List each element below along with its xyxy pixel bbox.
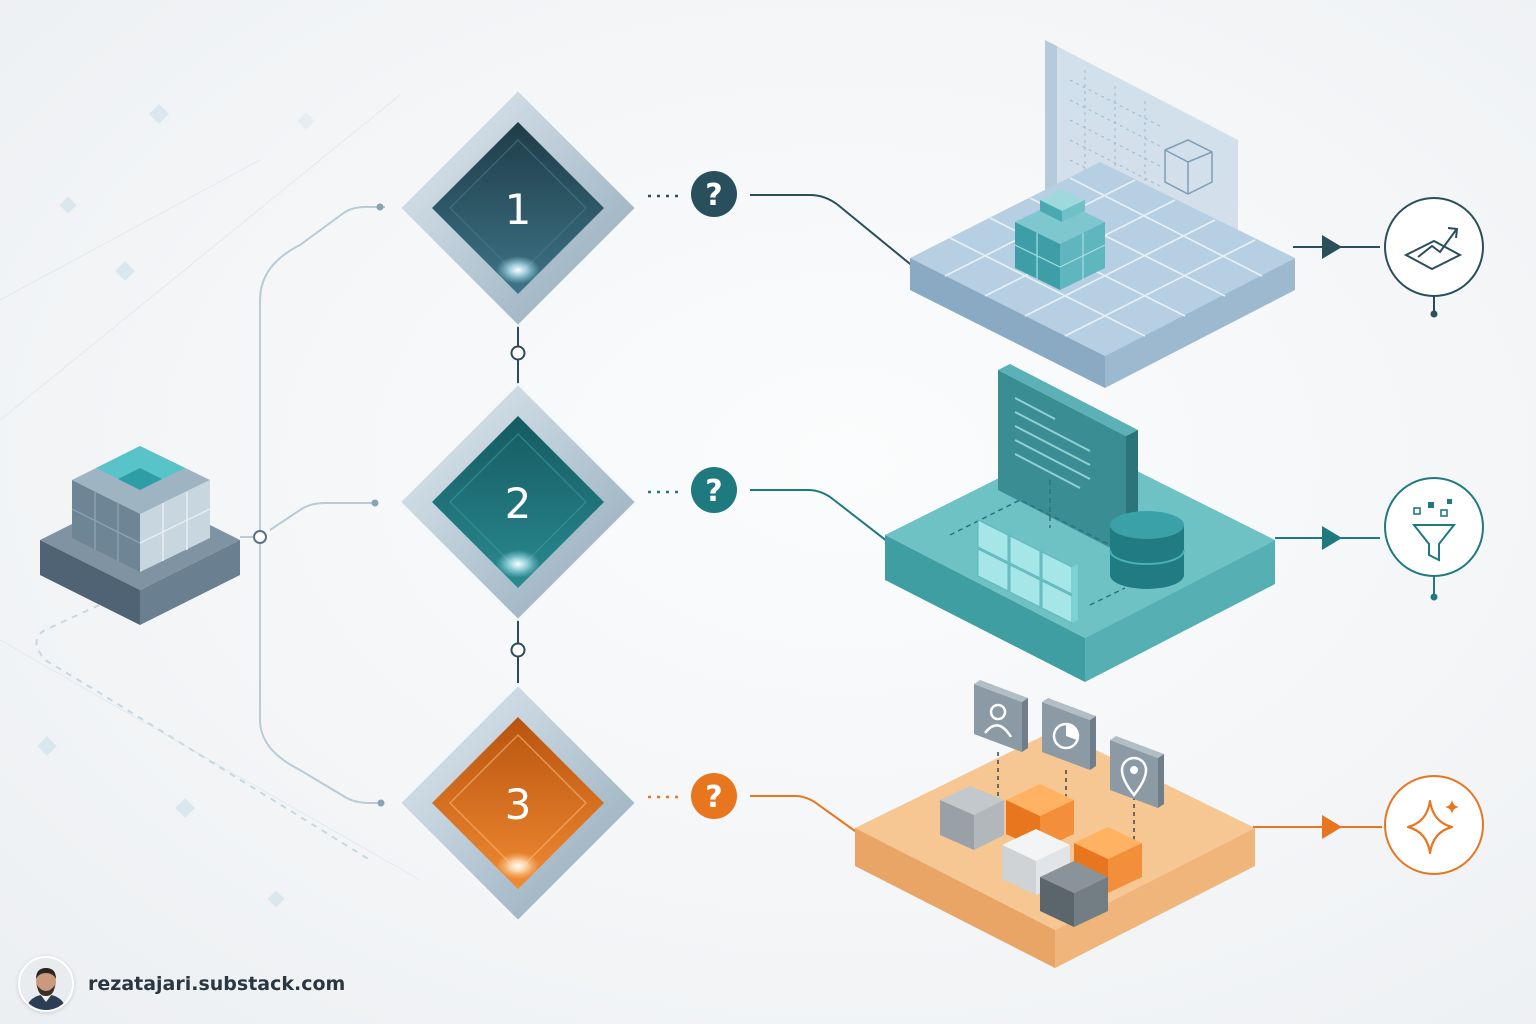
question-mark-3: ? — [705, 780, 722, 815]
output-arrows — [1253, 235, 1382, 839]
connector-dot — [376, 203, 384, 211]
avatar-portrait-icon — [20, 958, 72, 1010]
question-badge-2[interactable]: ? — [691, 467, 737, 513]
platform-3-insights — [855, 680, 1255, 968]
cube-cluster-icon — [1014, 189, 1106, 290]
question-badge-3[interactable]: ? — [691, 773, 737, 819]
cube-stack-icon — [71, 446, 211, 572]
platform-2-storage — [885, 364, 1275, 682]
database-icon — [1109, 511, 1185, 589]
connector-dot — [377, 799, 385, 807]
question-mark-1: ? — [705, 178, 722, 213]
pie-chart-card-icon — [1042, 698, 1096, 770]
data-tiles-icon — [977, 519, 1078, 624]
user-card-icon — [974, 680, 1028, 752]
chart-trend-icon[interactable] — [1384, 197, 1484, 318]
step-3-number: 3 — [505, 780, 532, 829]
wireframe-cube-icon — [1164, 139, 1213, 195]
source-dashed-path — [35, 599, 371, 861]
site-url[interactable]: rezatajari.substack.com — [88, 973, 346, 995]
author-footer: rezatajari.substack.com — [18, 954, 345, 1014]
question-links — [648, 194, 682, 799]
diamond-links — [510, 322, 526, 683]
step-1-diamond: 1 — [398, 88, 638, 328]
author-avatar — [18, 956, 74, 1012]
document-screen-icon — [998, 364, 1138, 556]
platform-1-spatial — [910, 40, 1295, 388]
step-1-number: 1 — [505, 185, 532, 234]
step-2-diamond: 2 — [398, 382, 638, 622]
sparkle-icon[interactable] — [1384, 775, 1484, 875]
filter-funnel-icon[interactable] — [1384, 477, 1484, 601]
connector-dot — [371, 499, 379, 507]
question-badge-1[interactable]: ? — [691, 171, 737, 217]
branch-connectors — [240, 205, 385, 804]
step-2-number: 2 — [505, 479, 532, 528]
branch-node — [253, 530, 267, 544]
block-cubes — [940, 784, 1142, 927]
question-mark-2: ? — [705, 474, 722, 509]
step-3-diamond: 3 — [398, 683, 638, 923]
source-data-block — [40, 446, 240, 625]
location-pin-icon — [1110, 736, 1164, 808]
badge-to-platform-lines — [750, 194, 916, 837]
